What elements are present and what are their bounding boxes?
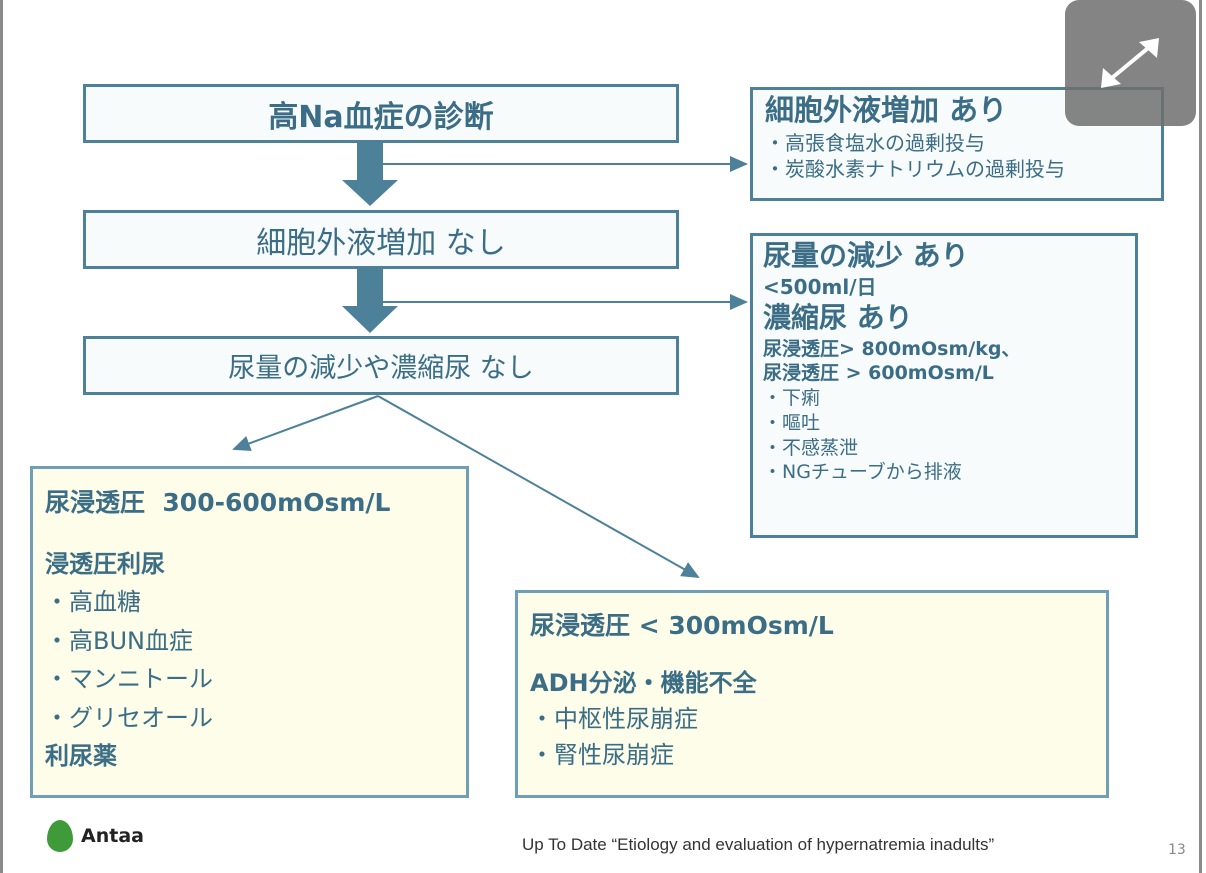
list-item: ・グリセオール [45,703,213,732]
arrow-to-left-bottom [232,395,379,451]
box-footer: 利尿薬 [45,741,117,770]
expand-button[interactable] [1065,0,1196,126]
leaf-icon [47,820,73,852]
down-arrow-2 [342,268,398,333]
box-text: 尿浸透圧> 800mOsm/kg、 [763,337,1021,360]
antaa-logo: Antaa [47,820,144,852]
list-item: ・高血糖 [45,588,141,617]
list-item: ・腎性尿崩症 [530,740,674,769]
box-title: 細胞外液増加 あり [765,93,1008,127]
box-heading: 浸透圧利尿 [45,550,165,578]
list-item: ・NGチューブから排液 [763,461,962,484]
box-title: 尿量の減少 あり [763,239,969,272]
oliguria-box: 尿量の減少 あり <500ml/日 濃縮尿 あり 尿浸透圧> 800mOsm/k… [750,233,1138,538]
diagnosis-box: 高Na血症の診断 [83,84,679,143]
adh-box: 尿浸透圧 < 300mOsm/L ADH分泌・機能不全 ・中枢性尿崩症 ・腎性尿… [515,590,1109,798]
list-item: ・炭酸水素ナトリウムの過剰投与 [765,156,1065,181]
list-item: ・中枢性尿崩症 [530,704,698,733]
list-item: ・不感蒸泄 [763,436,859,459]
list-item: ・高BUN血症 [45,626,193,655]
box-title: 濃縮尿 あり [763,301,913,335]
osmotic-diuresis-box: 尿浸透圧 300-600mOsm/L 浸透圧利尿 ・高血糖 ・高BUN血症 ・マ… [30,466,469,798]
list-item: ・マンニトール [45,665,213,694]
expand-icon [1101,38,1159,88]
page-number: 13 [1168,842,1186,858]
citation: Up To Date “Etiology and evaluation of h… [522,835,995,854]
list-item: ・高張食塩水の過剰投与 [765,130,985,155]
no-oliguria-box: 尿量の減少や濃縮尿 なし [83,336,679,395]
logo-text: Antaa [81,825,144,847]
arrow-to-right-bottom [377,395,700,578]
box-title: 尿浸透圧 < 300mOsm/L [530,611,834,640]
list-item: ・嘔吐 [763,411,821,434]
box-text: 尿浸透圧 > 600mOsm/L [763,362,994,385]
box-heading: ADH分泌・機能不全 [530,668,757,697]
box-text: <500ml/日 [763,275,877,300]
no-ecf-increase-box: 細胞外液増加 なし [83,210,679,269]
box-title: 尿浸透圧 300-600mOsm/L [45,488,391,517]
list-item: ・下痢 [763,387,821,410]
down-arrow-1 [342,142,398,206]
